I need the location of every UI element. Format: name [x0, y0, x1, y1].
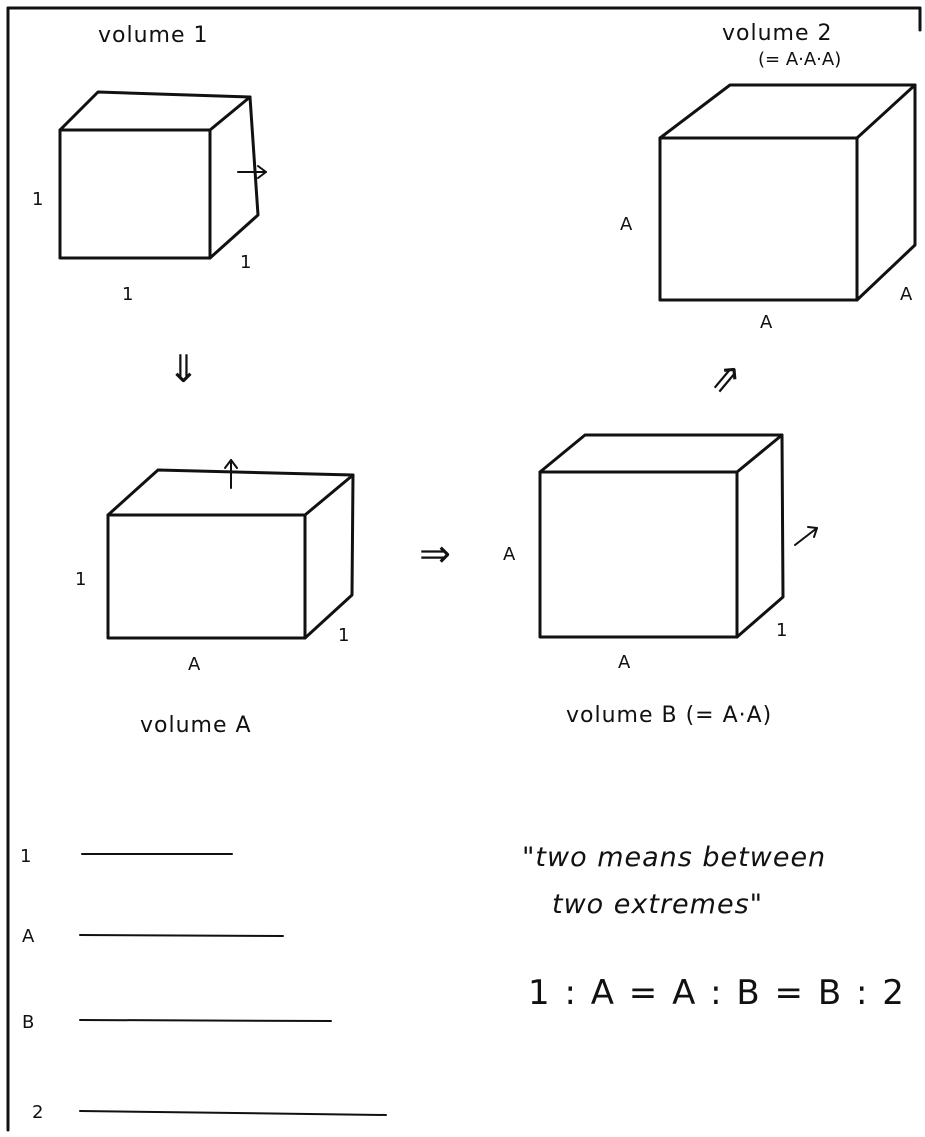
cube-b-height-label: A	[503, 544, 516, 565]
page-border	[6, 6, 922, 1132]
volume-2-formula: (= A·A·A)	[758, 49, 841, 70]
cube-volume-a	[106, 468, 355, 640]
proportion-formula: 1 : A = A : B = B : 2	[528, 973, 906, 1013]
cube-volume-1	[58, 90, 260, 260]
volume-b-caption: volume B (= A·A)	[566, 703, 772, 728]
cube-a-width-label: A	[188, 654, 201, 675]
implies-arrow-right: ⇒	[419, 532, 451, 576]
growth-arrow-right	[237, 165, 267, 179]
growth-arrow-diagonal	[794, 526, 818, 546]
cube-volume-b	[538, 433, 785, 639]
segment-label: 2	[32, 1102, 43, 1123]
segment-row-2: 2	[32, 1102, 387, 1123]
segment-label: 1	[20, 846, 31, 867]
segment-row-1: 1	[20, 846, 233, 867]
cube-a-depth-label: 1	[338, 625, 349, 646]
cube-2-height-label: A	[620, 214, 633, 235]
implies-arrow-down: ⇒	[163, 352, 207, 384]
implies-arrow-up: ⇒	[698, 352, 752, 405]
segment-row-a: A	[22, 926, 284, 947]
cube-1-depth-label: 1	[240, 252, 251, 273]
quote-line-1: "two means between	[522, 842, 826, 873]
volume-a-caption: volume A	[140, 713, 252, 738]
growth-arrow-up	[224, 459, 238, 489]
segment-row-b: B	[22, 1012, 332, 1033]
segment-label: B	[22, 1012, 34, 1033]
segment-label: A	[22, 926, 35, 947]
cube-1-width-label: 1	[122, 284, 133, 305]
volume-1-caption: volume 1	[98, 23, 209, 48]
cube-b-width-label: A	[618, 652, 631, 673]
cube-2-depth-label: A	[900, 284, 913, 305]
segment-line	[79, 1019, 332, 1022]
segment-line	[79, 934, 284, 937]
cube-a-height-label: 1	[75, 569, 86, 590]
cube-2-width-label: A	[760, 312, 773, 333]
volume-2-caption: volume 2	[722, 21, 833, 46]
cube-b-depth-label: 1	[776, 620, 787, 641]
quote-line-2: two extremes"	[552, 889, 763, 920]
segment-line	[79, 1110, 387, 1116]
cube-volume-2	[658, 83, 917, 302]
cube-1-height-label: 1	[32, 189, 43, 210]
